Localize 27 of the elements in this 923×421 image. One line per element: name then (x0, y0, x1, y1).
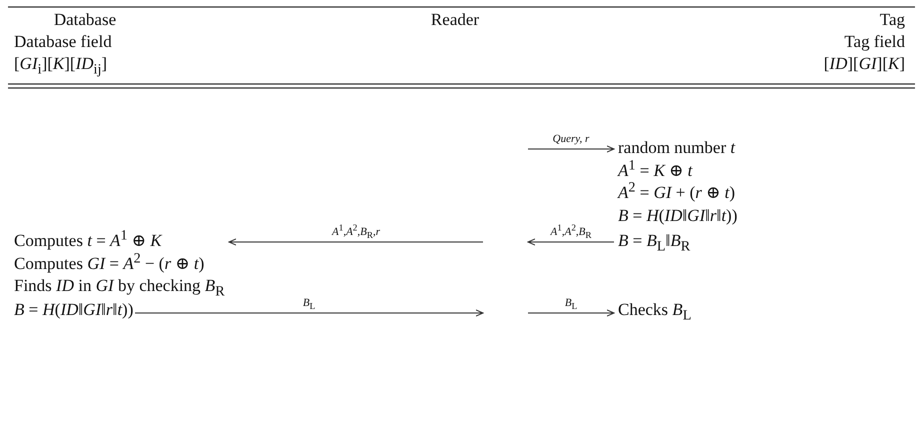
protocol-step: Finds ID in GI by checking B$_{R}$ (14, 275, 225, 298)
edge-label: B$_{L}$ (302, 297, 316, 310)
message-arrow (528, 238, 614, 246)
field-value: [GI$_{i}$][K][ID$_{ij}$] (14, 53, 108, 75)
message-arrow (134, 310, 484, 316)
edge-label: A$^{1}$,A$^{2}$,B$_{R}$ (550, 226, 592, 239)
column-header: Tag (880, 9, 905, 31)
protocol-step: B = H(ID‖GI‖r‖t)) (14, 299, 134, 322)
column-header: Reader (430, 9, 480, 31)
protocol-step: Computes GI = A$^{2}$ − (r ⊕ t) (14, 252, 225, 275)
message-arrow (528, 146, 614, 152)
message-arrow (528, 310, 614, 316)
protocol-step: B = B$_{L}$‖B$_{R}$ (618, 230, 690, 252)
message-arrow (228, 238, 484, 246)
edge-label: A$^{1}$,A$^{2}$,B$_{R}$,r (332, 226, 380, 239)
protocol-step: A$^{2}$ = GI + (r ⊕ t) (618, 182, 738, 204)
edge-label: B$_{L}$ (564, 297, 578, 310)
protocol-step: Computes t = A$^{1}$ ⊕ K (14, 230, 225, 252)
field-value: [ID][GI][K] (824, 53, 905, 75)
field-header: Tag field (844, 31, 905, 53)
protocol-step: random number t (618, 137, 738, 160)
protocol-step: Checks B$_{L}$ (618, 299, 692, 322)
edge-label: Query, r (552, 133, 590, 146)
protocol-step: A$^{1}$ = K ⊕ t (618, 160, 738, 182)
column-header: Database (54, 9, 116, 31)
field-header: Database field (14, 31, 112, 53)
protocol-step: B = H(ID‖GI‖r‖t)) (618, 204, 738, 227)
